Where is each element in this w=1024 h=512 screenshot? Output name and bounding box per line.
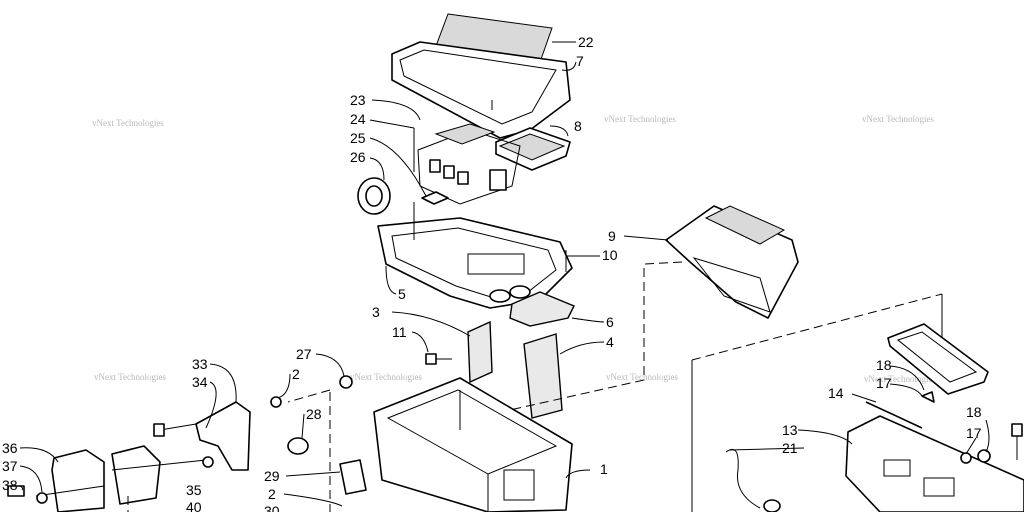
part-2-washer [270, 396, 282, 408]
watermarks: vNext Technologies vNext Technologies vN… [92, 114, 936, 384]
part-7-top-cover [391, 41, 571, 139]
callout-7: 7 [576, 53, 584, 69]
callout-29: 29 [264, 468, 280, 484]
part-26-grommet [357, 177, 391, 215]
watermark: vNext Technologies [864, 374, 936, 384]
callout-4: 4 [606, 334, 614, 350]
callout-3: 3 [372, 304, 380, 320]
callout-17: 17 [876, 375, 892, 391]
callout-36: 36 [2, 440, 18, 456]
callout-2: 2 [292, 366, 300, 382]
watermark: vNext Technologies [606, 372, 678, 382]
callout-33: 33 [192, 356, 208, 372]
watermark: vNext Technologies [604, 114, 676, 124]
callout-6: 6 [606, 314, 614, 330]
assembly-lines [127, 261, 683, 512]
callout-1: 1 [600, 461, 608, 477]
callout-30: 30 [264, 503, 280, 512]
callout-2b: 2 [268, 486, 276, 502]
part-36-relay [35, 449, 105, 512]
part-8-filter-pad [495, 127, 571, 171]
callout-37: 37 [2, 458, 18, 474]
callout-18: 18 [876, 357, 892, 373]
part-11-bolt [425, 353, 452, 365]
callout-22: 22 [578, 34, 594, 50]
callout-18b: 18 [966, 404, 982, 420]
callout-28: 28 [306, 406, 322, 422]
part-35-washer [202, 456, 214, 468]
watermark: vNext Technologies [92, 118, 164, 128]
callout-40: 40 [186, 499, 202, 512]
watermark: vNext Technologies [94, 372, 166, 382]
leader-lines [19, 41, 990, 507]
callout-10: 10 [602, 247, 618, 263]
callout-24: 24 [350, 111, 366, 127]
part-6-foam [509, 291, 575, 327]
part-1-box [373, 377, 573, 512]
watermark: vNext Technologies [862, 114, 934, 124]
callout-25: 25 [350, 130, 366, 146]
callout-23: 23 [350, 92, 366, 108]
part-33-bracket [153, 401, 251, 471]
callout-13: 13 [782, 422, 798, 438]
callout-5: 5 [398, 286, 406, 302]
callout-9: 9 [608, 228, 616, 244]
part-38-bolt [7, 485, 48, 504]
callout-34: 34 [192, 374, 208, 390]
callouts: 22 7 23 24 25 26 8 9 10 5 6 3 11 4 27 33… [2, 34, 982, 512]
part-9-airbox-hood [665, 205, 799, 319]
callout-26: 26 [350, 149, 366, 165]
part-4-foam-pad [523, 333, 563, 419]
carb-assembly [111, 445, 207, 505]
part-28-clamp [287, 437, 309, 455]
part-5-tray [377, 202, 573, 309]
callout-14: 14 [828, 385, 844, 401]
part-29-connector [339, 459, 367, 495]
callout-8: 8 [574, 118, 582, 134]
callout-11: 11 [392, 324, 407, 340]
right-subassembly [691, 293, 1024, 512]
part-3-foam-pad [467, 320, 493, 384]
callout-21: 21 [782, 440, 798, 456]
callout-38: 38 [2, 477, 18, 493]
callout-27: 27 [296, 346, 312, 362]
part-27-fastener [339, 375, 353, 389]
watermark: vNext Technologies [350, 372, 422, 382]
callout-17b: 17 [966, 425, 982, 441]
callout-35: 35 [186, 482, 202, 498]
